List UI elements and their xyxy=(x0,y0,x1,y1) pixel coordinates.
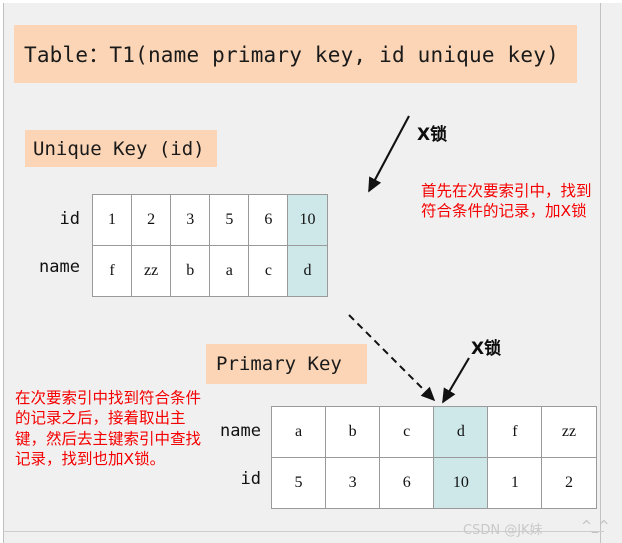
unique-index-table: 1 2 3 5 6 10 f zz b a c d xyxy=(91,194,328,297)
unique-name-cell: a xyxy=(209,245,250,297)
primary-row-label-name: name xyxy=(220,421,261,441)
note-primary-index: 在次要索引中找到符合条件的记录之后，接着取出主键，然后去主键索引中查找记录，找到… xyxy=(15,389,202,469)
primary-name-cell-highlighted: d xyxy=(433,406,489,458)
unique-name-cell-highlighted: d xyxy=(287,245,328,297)
unique-name-cell: c xyxy=(248,245,289,297)
arrow-lock-to-unique-cell xyxy=(368,115,410,193)
unique-id-cell-highlighted: 10 xyxy=(287,194,328,246)
table-row: a b c d f zz xyxy=(270,406,597,458)
primary-key-banner: Primary Key xyxy=(206,344,367,384)
primary-name-cell: f xyxy=(487,406,543,458)
primary-name-cell: a xyxy=(270,406,327,458)
unique-id-cell: 6 xyxy=(248,194,289,246)
primary-name-cell: zz xyxy=(541,406,597,458)
note-secondary-index: 首先在次要索引中，找到符合条件的记录，加X锁 xyxy=(421,182,592,221)
primary-id-cell: 6 xyxy=(379,457,435,509)
unique-row-label-id: id xyxy=(59,209,80,229)
unique-id-cell: 2 xyxy=(131,194,172,246)
unique-key-banner: Unique Key (id) xyxy=(25,130,217,167)
watermark-text: CSDN @JK妹 xyxy=(463,523,543,538)
primary-id-cell: 3 xyxy=(325,457,381,509)
primary-id-cell: 5 xyxy=(270,457,327,509)
primary-row-label-id: id xyxy=(240,469,261,489)
primary-id-cell: 1 xyxy=(487,457,543,509)
primary-name-cell: c xyxy=(379,406,435,458)
unique-id-cell: 3 xyxy=(170,194,211,246)
unique-name-cell: zz xyxy=(131,245,172,297)
unique-name-cell: b xyxy=(170,245,211,297)
arrow-lock-to-primary-cell xyxy=(442,357,470,404)
table-definition-banner: Table：T1(name primary key, id unique key… xyxy=(14,25,577,83)
table-row: 5 3 6 10 1 2 xyxy=(270,457,597,509)
unique-id-cell: 5 xyxy=(209,194,250,246)
primary-name-cell: b xyxy=(325,406,381,458)
table-row: f zz b a c d xyxy=(91,245,328,297)
primary-id-cell-highlighted: 10 xyxy=(433,457,489,509)
frame-bottom-rule xyxy=(3,531,604,532)
primary-index-table: a b c d f zz 5 3 6 10 1 2 xyxy=(270,406,597,509)
unique-name-cell: f xyxy=(91,245,133,297)
unique-row-label-name: name xyxy=(39,257,80,277)
x-lock-label-primary: X锁 xyxy=(471,339,502,359)
watermark-smiley: ^_^ xyxy=(581,519,610,534)
table-row: 1 2 3 5 6 10 xyxy=(91,194,328,246)
x-lock-label-secondary: X锁 xyxy=(417,125,448,145)
primary-id-cell: 2 xyxy=(541,457,597,509)
unique-id-cell: 1 xyxy=(91,194,133,246)
frame-right-rule xyxy=(600,3,601,543)
